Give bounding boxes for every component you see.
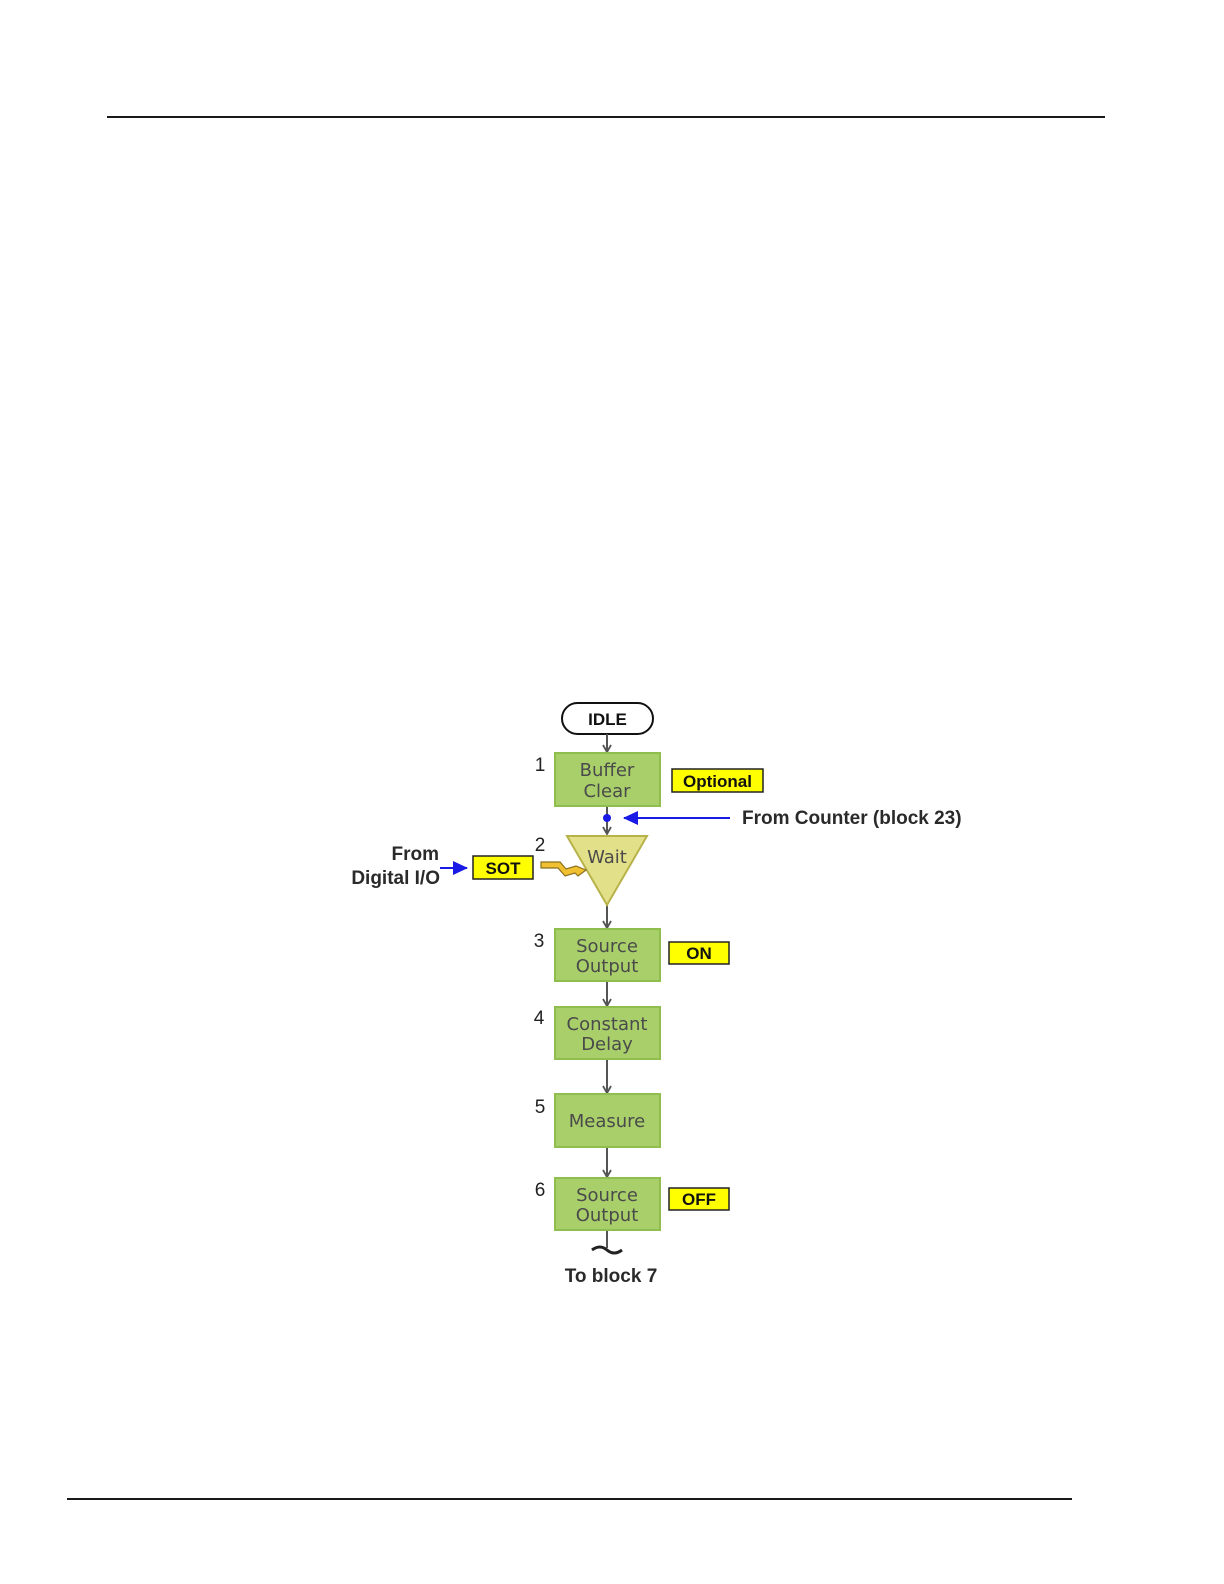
- from-digital-io-line-1: From: [392, 844, 440, 865]
- block-5-line-1: Measure: [569, 1111, 646, 1132]
- block-4-number: 4: [534, 1008, 545, 1029]
- block-3-line-2: Output: [576, 956, 639, 977]
- block-1-line-1: Buffer: [580, 760, 635, 781]
- block-4-line-1: Constant: [567, 1014, 648, 1035]
- block-buffer-clear: Buffer Clear: [555, 753, 660, 806]
- block-6-line-2: Output: [576, 1205, 639, 1226]
- block-5-number: 5: [535, 1097, 546, 1118]
- sot-tag-label: SOT: [486, 859, 522, 878]
- block-constant-delay: Constant Delay: [555, 1007, 660, 1059]
- block-2-number: 2: [535, 835, 546, 856]
- optional-tag-label: Optional: [683, 772, 752, 791]
- to-block-label: To block 7: [565, 1266, 658, 1287]
- block-2-line-1: Wait: [587, 847, 627, 868]
- block-source-output-off: Source Output: [555, 1178, 660, 1230]
- optional-tag: Optional: [672, 769, 763, 792]
- block-6-number: 6: [535, 1180, 546, 1201]
- from-digital-io-line-2: Digital I/O: [351, 868, 440, 889]
- off-tag-label: OFF: [682, 1190, 716, 1209]
- idle-label: IDLE: [588, 710, 627, 729]
- on-tag-label: ON: [686, 944, 712, 963]
- block-6-line-1: Source: [576, 1185, 638, 1206]
- block-measure: Measure: [555, 1094, 660, 1147]
- block-1-line-2: Clear: [583, 781, 631, 802]
- junction-dot: [603, 814, 611, 822]
- block-1-number: 1: [535, 755, 546, 776]
- from-counter-label: From Counter (block 23): [742, 808, 962, 829]
- idle-state: IDLE: [562, 703, 653, 734]
- block-4-line-2: Delay: [581, 1034, 633, 1055]
- off-tag: OFF: [669, 1188, 729, 1210]
- sot-tag: SOT: [473, 856, 533, 879]
- trigger-lightning-icon: [541, 862, 586, 876]
- block-3-line-1: Source: [576, 936, 638, 957]
- block-source-output-on: Source Output: [555, 929, 660, 981]
- block-3-number: 3: [534, 931, 545, 952]
- on-tag: ON: [669, 942, 729, 964]
